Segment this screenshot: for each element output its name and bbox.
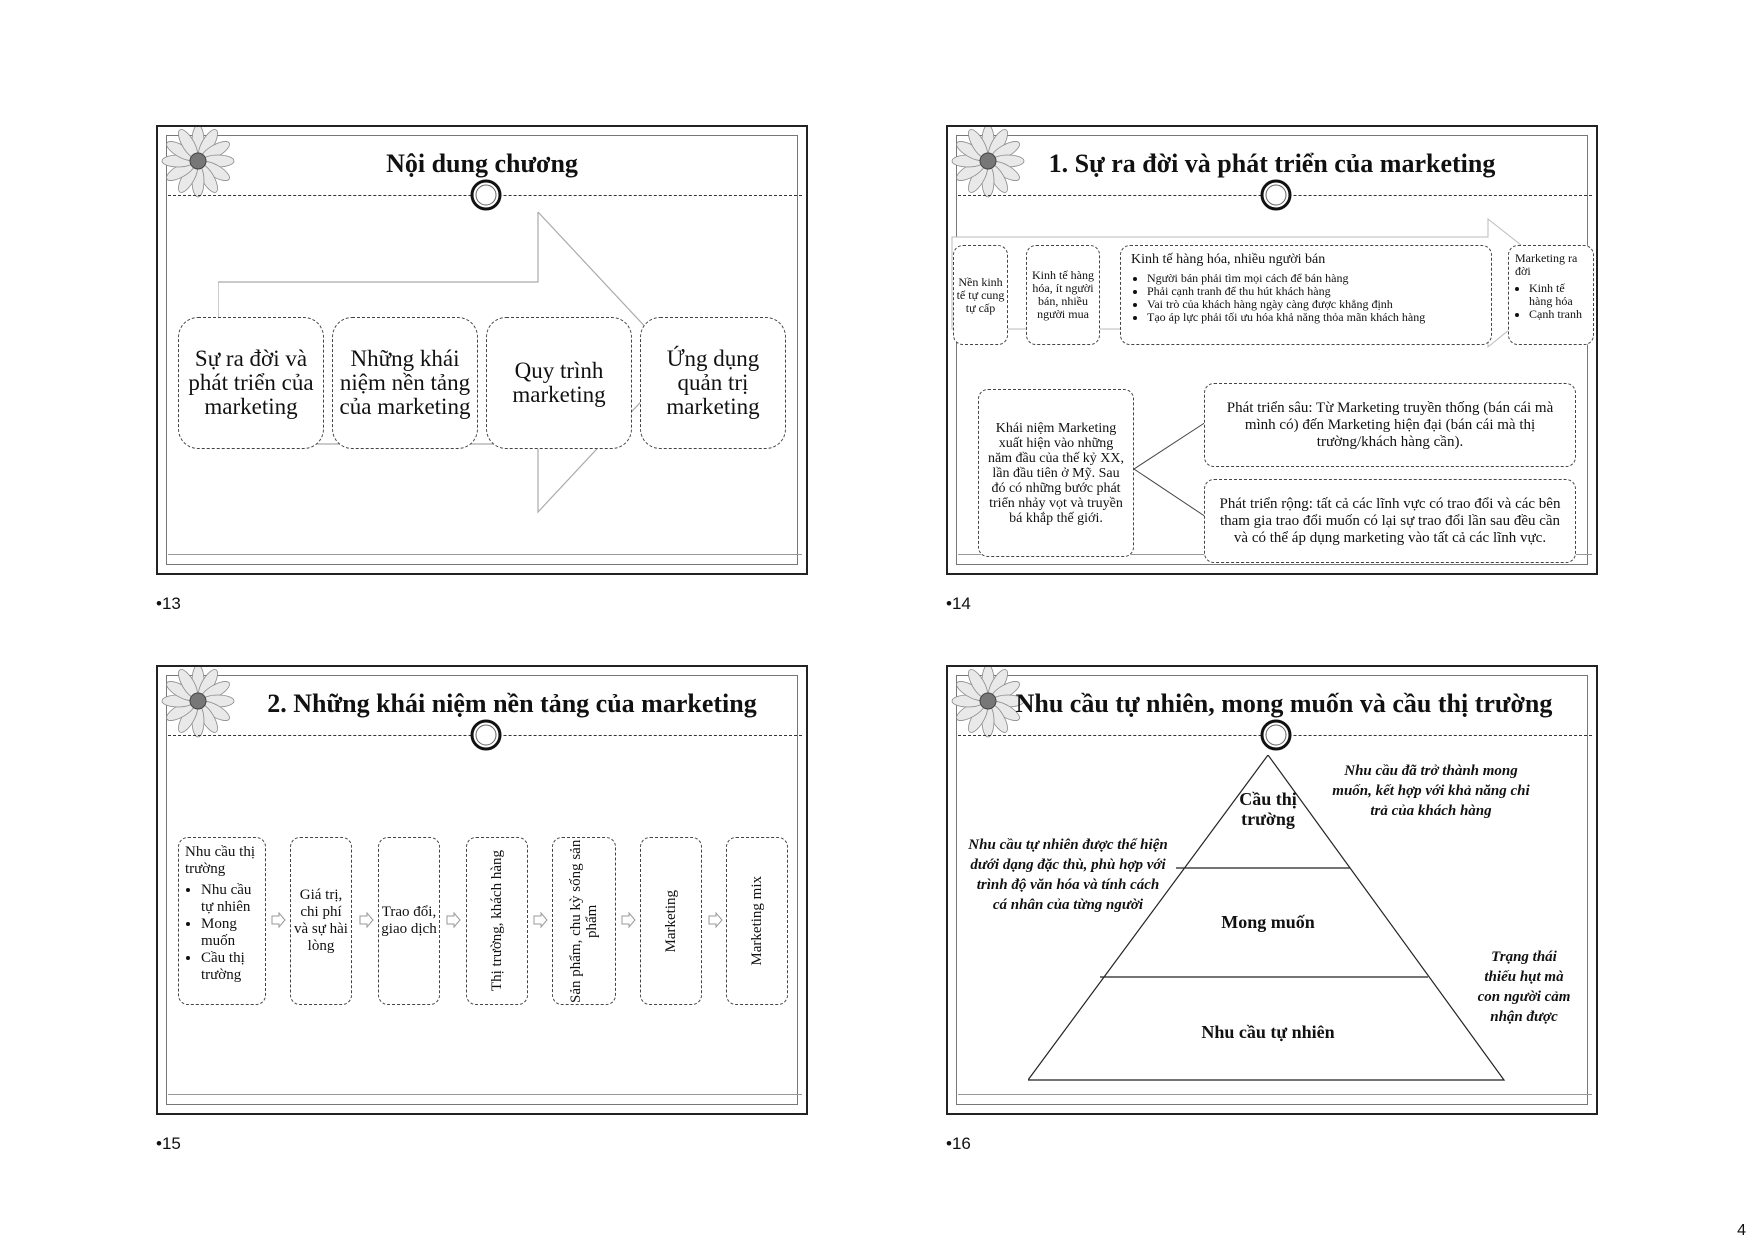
- slide-inner-frame: [166, 675, 798, 1105]
- step-box-process: Quy trình marketing: [486, 317, 632, 449]
- stage-box-competition: Kinh tế hàng hóa, nhiều người bán Người …: [1120, 245, 1492, 345]
- slide-inner-frame: [166, 135, 798, 565]
- slide-16: Nhu cầu tự nhiên, mong muốn và cầu thị t…: [946, 665, 1598, 1115]
- stage-bullet-list: Người bán phải tìm mọi cách để bán hàng …: [1131, 272, 1481, 324]
- step-label: Những khái niệm nền tảng của marketing: [339, 346, 471, 419]
- concept-box-product: Sản phẩm, chu kỳ sống sản phẩm: [552, 837, 616, 1005]
- list-item: Mong muốn: [201, 916, 259, 950]
- step-box-origin: Sự ra đời và phát triển của marketing: [178, 317, 324, 449]
- box-label: Marketing: [663, 889, 679, 953]
- pyramid-level-middle: Mong muốn: [1221, 912, 1315, 932]
- pyramid-level-top: Cầu thị trường: [1239, 789, 1297, 829]
- slide-number: •15: [156, 1134, 181, 1153]
- deep-development-box: Phát triển sâu: Từ Marketing truyền thốn…: [1204, 383, 1576, 467]
- box-title: Nhu cầu thị trường: [185, 844, 255, 877]
- box-label: Trao đổi, giao dịch: [381, 904, 437, 937]
- slide-15: 2. Những khái niệm nền tảng của marketin…: [156, 665, 808, 1115]
- chevron-right-icon: [359, 912, 374, 928]
- concept-box: Khái niệm Marketing xuất hiện vào những …: [978, 389, 1134, 557]
- ring-ornament-icon: [470, 179, 502, 211]
- list-item: Kinh tế hàng hóa: [1529, 282, 1587, 308]
- ring-ornament-icon: [470, 719, 502, 751]
- box-bullet-list: Nhu cầu tự nhiên Mong muốn Cầu thị trườn…: [185, 882, 259, 984]
- page-number: 4: [1737, 1222, 1746, 1239]
- concept-box-exchange: Trao đổi, giao dịch: [378, 837, 440, 1005]
- chevron-right-icon: [446, 912, 461, 928]
- list-item: Tạo áp lực phải tối ưu hóa khả năng thỏa…: [1147, 311, 1481, 324]
- footer-divider: [168, 554, 802, 555]
- concept-box-marketing-mix: Marketing mix: [726, 837, 788, 1005]
- stage-box-subsistence: Nền kinh tế tự cung tự cấp: [953, 245, 1008, 345]
- slide-title: Nhu cầu tự nhiên, mong muốn và cầu thị t…: [1015, 689, 1553, 718]
- slide-inner-frame: [956, 675, 1588, 1105]
- note-wants: Nhu cầu tự nhiên được thể hiện dưới dạng…: [968, 837, 1168, 913]
- list-item: Cầu thị trường: [201, 950, 259, 984]
- step-label: Sự ra đời và phát triển của marketing: [188, 346, 314, 419]
- step-box-application: Ứng dụng quản trị marketing: [640, 317, 786, 449]
- ring-ornament-icon: [1260, 719, 1292, 751]
- connector-lines: [1134, 421, 1207, 518]
- slide-14: 1. Sự ra đời và phát triển của marketing…: [946, 125, 1598, 575]
- slide-title: 1. Sự ra đời và phát triển của marketing: [1048, 149, 1496, 178]
- step-label: Ứng dụng quản trị marketing: [666, 346, 760, 419]
- box-label: Sản phẩm, chu kỳ sống sản phẩm: [568, 839, 600, 1003]
- chevron-right-icon: [271, 912, 286, 928]
- note-natural-needs: Trạng thái thiếu hụt mà con người cảm nh…: [1477, 949, 1571, 1025]
- list-item: Cạnh tranh: [1529, 308, 1587, 321]
- slide-title: Nội dung chương: [386, 149, 578, 178]
- concept-box-market: Thị trường, khách hàng: [466, 837, 528, 1005]
- concept-box-market-needs: Nhu cầu thị trường Nhu cầu tự nhiên Mong…: [178, 837, 266, 1005]
- slide-number: •16: [946, 1134, 971, 1153]
- note-market-demand: Nhu cầu đã trở thành mong muốn, kết hợp …: [1332, 763, 1530, 819]
- chevron-right-icon: [708, 912, 723, 928]
- stage-title: Marketing ra đời: [1515, 251, 1578, 278]
- stage-title: Kinh tế hàng hóa, nhiều người bán: [1131, 252, 1326, 267]
- wide-development-box: Phát triển rộng: tất cả các lĩnh vực có …: [1204, 479, 1576, 563]
- chevron-right-icon: [621, 912, 636, 928]
- step-label: Quy trình marketing: [512, 358, 606, 407]
- wide-text: Phát triển rộng: tất cả các lĩnh vực có …: [1219, 495, 1561, 546]
- stage-box-commodity: Kinh tế hàng hóa, ít người bán, nhiều ng…: [1026, 245, 1100, 345]
- deep-text: Phát triển sâu: Từ Marketing truyền thốn…: [1226, 399, 1554, 450]
- stage-box-marketing-born: Marketing ra đời Kinh tế hàng hóa Cạnh t…: [1508, 245, 1594, 345]
- concept-box-value: Giá trị, chi phí và sự hài lòng: [290, 837, 352, 1005]
- needs-pyramid: [1028, 755, 1506, 1081]
- slide-number: •14: [946, 594, 971, 613]
- list-item: Người bán phải tìm mọi cách để bán hàng: [1147, 272, 1481, 285]
- box-label: Giá trị, chi phí và sự hài lòng: [294, 887, 348, 954]
- footer-divider: [958, 1094, 1592, 1095]
- stage-bullet-list: Kinh tế hàng hóa Cạnh tranh: [1515, 282, 1587, 321]
- concept-box-marketing: Marketing: [640, 837, 702, 1005]
- slide-title: 2. Những khái niệm nền tảng của marketin…: [267, 689, 757, 718]
- slide-inner-frame: [956, 135, 1588, 565]
- concept-text: Khái niệm Marketing xuất hiện vào những …: [987, 420, 1125, 526]
- stage-label: Nền kinh tế tự cung tự cấp: [956, 274, 1005, 315]
- slide-13: Nội dung chương Sự ra đời và phát triển …: [156, 125, 808, 575]
- list-item: Nhu cầu tự nhiên: [201, 882, 259, 916]
- box-label: Thị trường, khách hàng: [489, 850, 505, 992]
- step-box-concepts: Những khái niệm nền tảng của marketing: [332, 317, 478, 449]
- pyramid-level-bottom: Nhu cầu tự nhiên: [1201, 1022, 1335, 1042]
- slide-number: •13: [156, 594, 181, 613]
- stage-label: Kinh tế hàng hóa, ít người bán, nhiều ng…: [1032, 268, 1094, 321]
- list-item: Vai trò của khách hàng ngày càng được kh…: [1147, 298, 1481, 311]
- box-label: Marketing mix: [749, 876, 765, 966]
- chevron-right-icon: [533, 912, 548, 928]
- list-item: Phải cạnh tranh để thu hút khách hàng: [1147, 285, 1481, 298]
- footer-divider: [168, 1094, 802, 1095]
